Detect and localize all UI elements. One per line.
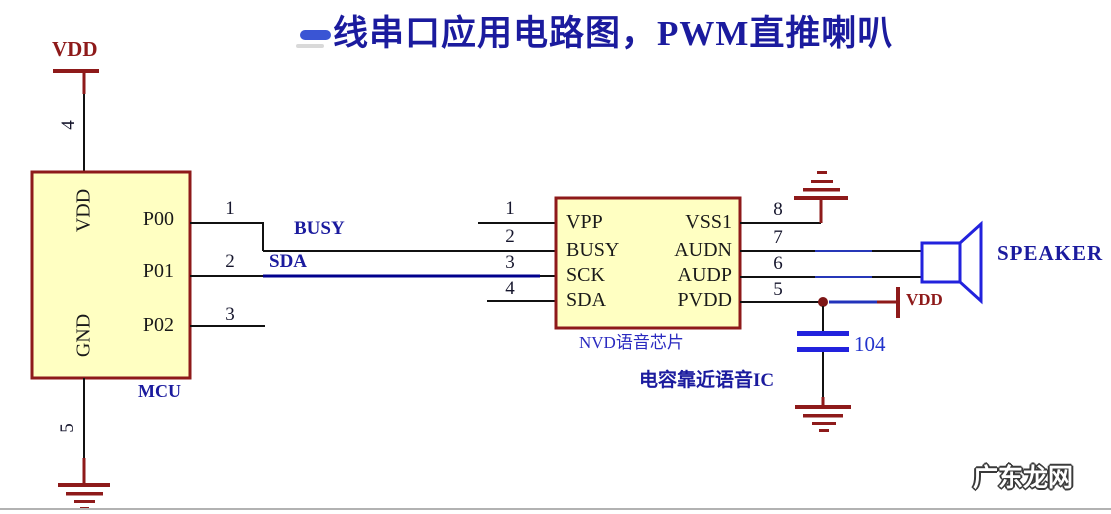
ground-symbol-vss1 bbox=[794, 171, 848, 200]
chip-pin-vss1: VSS1 bbox=[685, 211, 732, 233]
ground-symbol-cap bbox=[795, 405, 851, 432]
chip-pin8-number: 8 bbox=[773, 199, 783, 220]
junction-dot bbox=[818, 297, 828, 307]
chip-pin-sck: SCK bbox=[566, 264, 605, 286]
chip-pin6-number: 6 bbox=[773, 253, 783, 274]
mcu-pin-p02: P02 bbox=[142, 314, 174, 336]
page-title: 线串口应用电路图，PWM直推喇叭 bbox=[333, 14, 894, 53]
watermark: 广东龙网 bbox=[973, 464, 1074, 492]
chip-pin2-number: 2 bbox=[505, 226, 515, 247]
speaker-label: SPEAKER bbox=[997, 241, 1104, 265]
chip-pin3-number: 3 bbox=[505, 252, 515, 273]
chip-pin1-number: 1 bbox=[505, 198, 515, 219]
chip-pin-audn: AUDN bbox=[674, 239, 732, 261]
net-label-sda: SDA bbox=[269, 251, 308, 272]
vdd-top-label: VDD bbox=[52, 37, 98, 61]
mcu-pin4-number: 4 bbox=[58, 120, 80, 130]
mcu-body bbox=[30, 170, 192, 380]
chip-pin-pvdd: PVDD bbox=[677, 289, 732, 311]
chip-pin-vpp: VPP bbox=[566, 211, 603, 233]
mcu-pin-p00: P00 bbox=[142, 208, 174, 230]
mcu-io1-number: 1 bbox=[225, 198, 235, 219]
wire-p00-step bbox=[190, 222, 264, 251]
voice-chip-body bbox=[554, 196, 742, 330]
chip-pin5-number: 5 bbox=[773, 279, 783, 300]
voice-chip-caption: NVD语音芯片 bbox=[579, 333, 684, 352]
page-bottom-divider bbox=[0, 508, 1111, 510]
vdd-right-label: VDD bbox=[906, 290, 943, 309]
mcu-ref-label: MCU bbox=[138, 381, 181, 401]
chip-pin4-number: 4 bbox=[505, 278, 515, 299]
chip-pin7-number: 7 bbox=[773, 227, 783, 248]
title-dash-shadow bbox=[296, 44, 324, 48]
mcu-pin-p01: P01 bbox=[142, 260, 174, 282]
capacitor-symbol bbox=[797, 331, 849, 352]
mcu-pin5-number: 5 bbox=[57, 423, 79, 433]
title-dash-icon bbox=[300, 30, 331, 40]
capacitor-value: 104 bbox=[854, 332, 886, 356]
mcu-gnd-label: GND bbox=[72, 313, 95, 358]
speaker-icon bbox=[920, 220, 983, 305]
net-label-busy: BUSY bbox=[294, 218, 345, 239]
capacitor-note: 电容靠近语音IC bbox=[639, 370, 775, 391]
vdd-right-power-bar bbox=[896, 287, 900, 318]
mcu-vdd-label: VDD bbox=[72, 188, 95, 233]
chip-pin-busy: BUSY bbox=[566, 239, 620, 261]
mcu-io3-number: 3 bbox=[225, 304, 235, 325]
vdd-power-bar bbox=[53, 69, 99, 73]
ground-symbol-mcu bbox=[58, 483, 110, 510]
chip-pin-sda: SDA bbox=[566, 289, 607, 311]
chip-pin-audp: AUDP bbox=[677, 264, 732, 286]
mcu-io2-number: 2 bbox=[225, 251, 235, 272]
